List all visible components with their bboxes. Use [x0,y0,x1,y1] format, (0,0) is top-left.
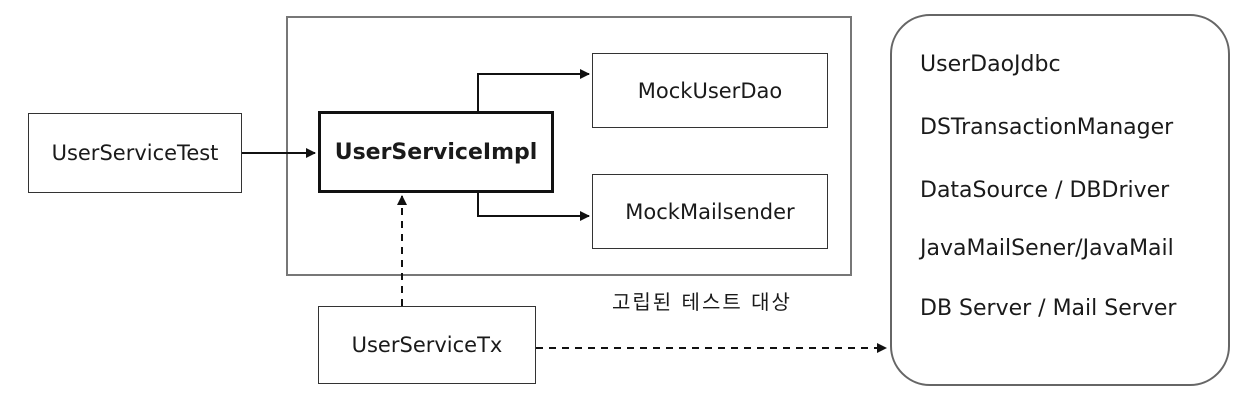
user-service-test-node: UserServiceTest [28,113,242,193]
isolated-test-target-label: 고립된 테스트 대상 [612,290,792,314]
dependency-javamail: JavaMailSener/JavaMail [920,236,1174,261]
user-service-tx-node: UserServiceTx [318,306,536,384]
dependency-datasource-dbdriver: DataSource / DBDriver [920,178,1170,203]
external-dependencies-panel: UserDaoJdbc DSTransactionManager DataSou… [890,14,1230,386]
mock-user-dao-node: MockUserDao [592,53,828,128]
user-service-impl-node: UserServiceImpl [318,111,554,193]
dependency-user-dao-jdbc: UserDaoJdbc [920,52,1061,77]
dependency-ds-transaction-manager: DSTransactionManager [920,115,1174,140]
dependency-servers: DB Server / Mail Server [920,296,1177,321]
arrow-impl-to-mock-user-dao [477,69,590,111]
arrow-impl-to-mock-mail-sender [477,193,590,221]
mock-mail-sender-node: MockMailsender [592,174,828,249]
